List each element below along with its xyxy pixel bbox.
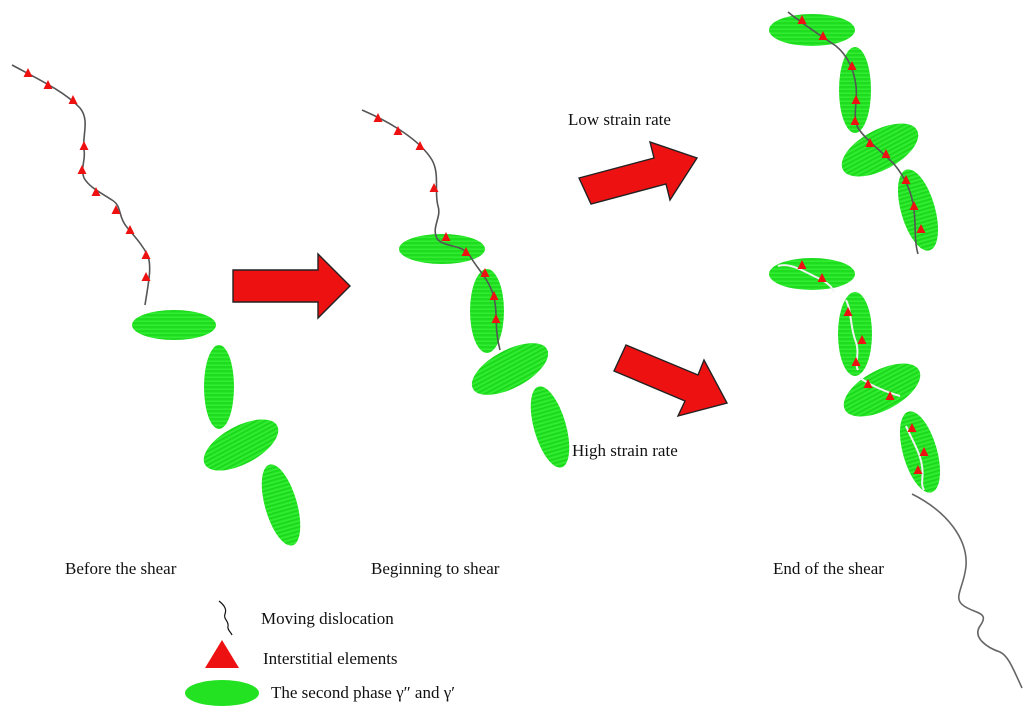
precipitates — [769, 14, 946, 255]
legend-interstitial-label: Interstitial elements — [263, 649, 398, 669]
legend-icons — [185, 601, 259, 706]
stage-end-low — [769, 12, 946, 255]
dislocation-line — [912, 494, 1022, 688]
low-strain-arrow — [579, 142, 697, 204]
interstitial-legend-icon — [205, 640, 239, 668]
legend-phase-label: The second phase γ″ and γ′ — [271, 683, 455, 703]
stage-beginning — [362, 110, 577, 472]
stage-before-label: Before the shear — [65, 559, 176, 579]
stage-beginning-label: Beginning to shear — [371, 559, 499, 579]
dislocation-legend-icon — [219, 601, 232, 635]
stage-arrow — [233, 254, 350, 318]
precipitates — [399, 234, 577, 472]
interstitial-atoms — [24, 68, 151, 281]
phase-legend-icon — [185, 680, 259, 706]
low-strain-rate-label: Low strain rate — [568, 110, 671, 130]
stage-before — [12, 65, 308, 550]
legend-dislocation-label: Moving dislocation — [261, 609, 394, 629]
stage-end-high — [769, 258, 1022, 688]
high-strain-arrow — [614, 345, 727, 416]
dislocation-line — [12, 65, 150, 305]
high-strain-rate-label: High strain rate — [572, 441, 678, 461]
precipitates — [132, 310, 308, 550]
stage-end-label: End of the shear — [773, 559, 884, 579]
